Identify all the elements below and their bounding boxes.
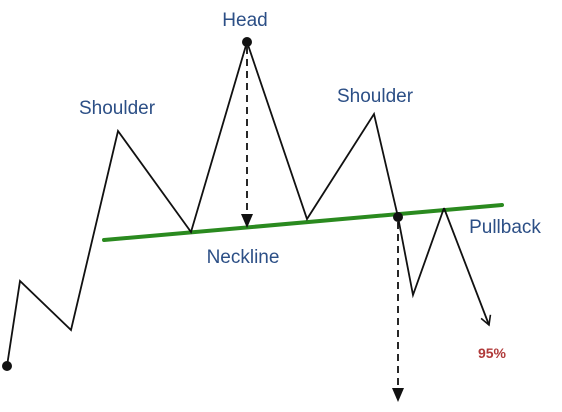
left-shoulder-label: Shoulder [79,98,156,119]
target-projection-arrowhead [392,388,404,402]
neckline-line [102,203,504,242]
pullback-label: Pullback [469,217,541,238]
neckline-label: Neckline [207,247,280,268]
head-label: Head [222,10,267,31]
target-percent-label: 95% [478,345,507,361]
start-point-dot [2,361,12,371]
head-height-arrowhead [241,214,253,228]
head-point-dot [242,37,252,47]
breakout-point-dot [393,212,403,222]
right-shoulder-label: Shoulder [337,86,414,107]
pullback-decline-arrow [443,207,492,327]
